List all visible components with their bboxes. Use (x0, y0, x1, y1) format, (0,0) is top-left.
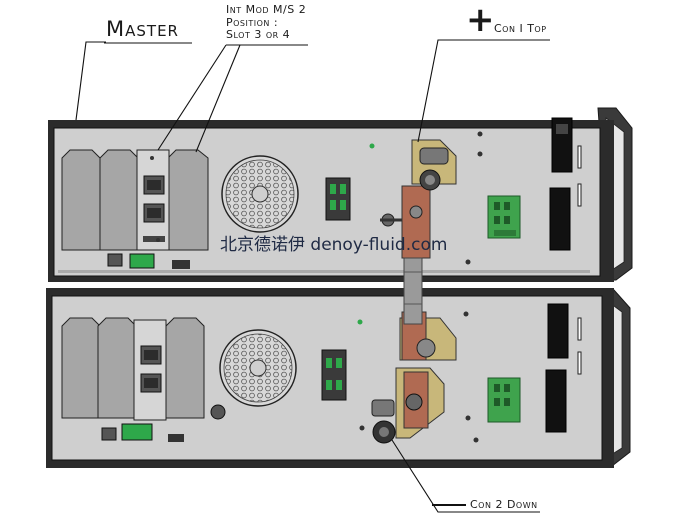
intmod-leader-a (157, 44, 227, 151)
circuit-breaker-icon (545, 303, 582, 433)
circuit-breaker-icon (549, 117, 582, 251)
master-leader (75, 41, 106, 121)
int-mod-card (136, 149, 170, 251)
green-terminal-block-icon (487, 377, 521, 423)
intmod-leader-b (195, 44, 241, 153)
int-mod-line-1: Int Mod M/S 2 (226, 3, 307, 16)
leader-lines (75, 39, 550, 513)
int-mod-line-2: Position : (226, 15, 279, 29)
con1-busbar (380, 139, 457, 259)
master-center-connector (325, 177, 351, 221)
con2-down-label: Con 2 Down (470, 498, 538, 511)
slave-center-connector (321, 349, 347, 401)
fan-grille-icon (219, 329, 297, 407)
link-cable (403, 257, 423, 325)
con1-leader (417, 39, 550, 143)
master-unit (48, 107, 633, 282)
watermark-text: 北京德诺伊 denoy-fluid.com (220, 235, 448, 255)
plus-symbol: + (466, 0, 495, 40)
slave-unit (46, 288, 631, 468)
green-terminal-block-icon (487, 195, 521, 239)
con1-top-label: Con I Top (494, 22, 547, 35)
slave-int-mod-card (133, 319, 167, 421)
slave-slots (61, 317, 205, 419)
master-label: Master (106, 17, 179, 41)
master-slots (61, 149, 209, 251)
int-mod-label: Int Mod M/S 2 Position : Slot 3 or 4 (226, 3, 307, 42)
fan-grille-icon (221, 155, 299, 233)
con2-leader (391, 439, 540, 513)
int-mod-line-3: Slot 3 or 4 (226, 28, 291, 41)
